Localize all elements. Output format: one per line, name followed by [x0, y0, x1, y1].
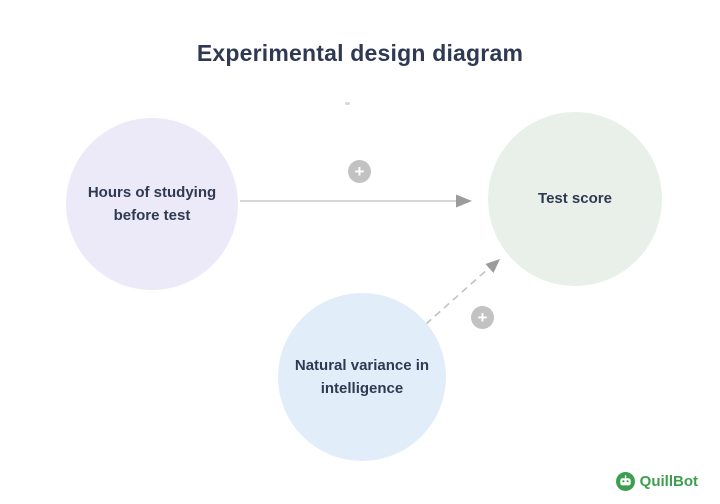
arrowhead-icon: [456, 194, 472, 208]
plus-icon: +: [471, 306, 494, 329]
node-label: Hours of studying before test: [87, 183, 217, 224]
plus-icon: +: [348, 160, 371, 183]
stray-mark: [345, 102, 350, 105]
node-natural-variance: Natural variance in intelligence: [278, 293, 446, 461]
arrowhead-icon: [485, 259, 500, 273]
quillbot-brand-text: QuillBot: [639, 473, 698, 490]
node-label: Test score: [538, 190, 612, 208]
quillbot-brand: QuillBot: [615, 472, 698, 491]
node-hours-of-studying: Hours of studying before test: [66, 118, 238, 290]
arrow-studying-to-test: [240, 194, 472, 208]
node-test-score: Test score: [488, 112, 662, 286]
quillbot-logo-icon: [615, 472, 635, 491]
diagram-title: Experimental design diagram: [196, 40, 524, 66]
node-label: Natural variance in intelligence: [294, 356, 430, 397]
